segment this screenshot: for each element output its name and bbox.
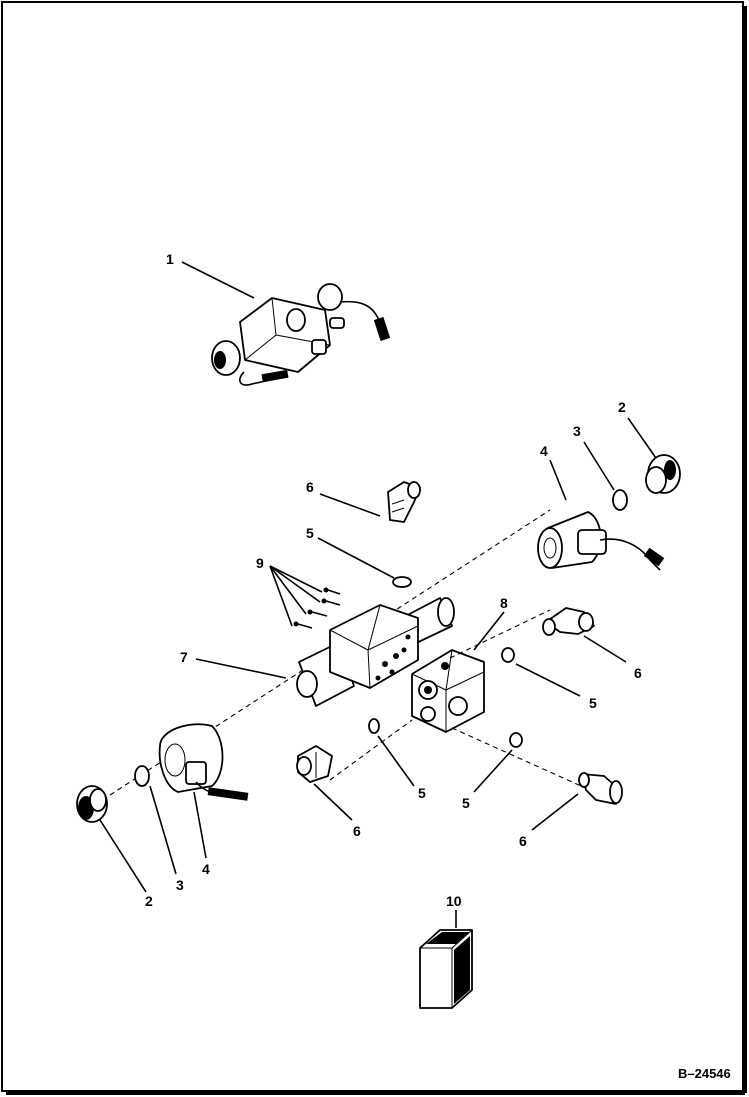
seal-ring-part-3 bbox=[368, 718, 380, 734]
solenoid-coil-right-part bbox=[537, 511, 665, 571]
callout-6: 6 bbox=[306, 479, 314, 495]
callout-9: 9 bbox=[256, 555, 264, 571]
callout-7: 7 bbox=[180, 649, 188, 665]
screw-parts bbox=[293, 587, 341, 629]
valve-assembly-part bbox=[211, 283, 391, 386]
callout-2: 2 bbox=[618, 399, 626, 415]
elbow-fitting-top-part bbox=[387, 481, 421, 523]
swivel-fitting-bottom-right-part bbox=[578, 772, 623, 805]
callout-5: 5 bbox=[462, 795, 470, 811]
callout-8: 8 bbox=[500, 595, 508, 611]
callout-labels: 1 2 3 4 6 5 9 8 7 6 5 5 5 6 6 4 3 2 10 bbox=[145, 251, 642, 909]
callout-5: 5 bbox=[306, 525, 314, 541]
knurled-nut-left-part bbox=[76, 785, 108, 823]
o-ring-right-part bbox=[612, 489, 628, 511]
seal-kit-box-part bbox=[419, 929, 473, 1009]
leader-lines bbox=[99, 261, 657, 928]
callout-4: 4 bbox=[540, 443, 548, 459]
callout-5: 5 bbox=[589, 695, 597, 711]
elbow-fitting-right-part bbox=[542, 607, 595, 636]
knurled-nut-right-part bbox=[645, 454, 681, 494]
callout-6: 6 bbox=[519, 833, 527, 849]
callout-6: 6 bbox=[634, 665, 642, 681]
elbow-fitting-bottom-left-part bbox=[296, 745, 333, 783]
valve-body-block-part bbox=[329, 604, 419, 689]
callout-4: 4 bbox=[202, 861, 210, 877]
callout-3: 3 bbox=[573, 423, 581, 439]
seal-ring-part-4 bbox=[509, 732, 523, 748]
callout-1: 1 bbox=[166, 251, 174, 267]
callout-2: 2 bbox=[145, 893, 153, 909]
callout-3: 3 bbox=[176, 877, 184, 893]
secondary-valve-block-part bbox=[329, 609, 591, 791]
seal-ring-part-1 bbox=[392, 576, 412, 588]
solenoid-coil-left-part bbox=[158, 723, 249, 801]
callout-5: 5 bbox=[418, 785, 426, 801]
callout-6: 6 bbox=[353, 823, 361, 839]
drawing-number: B–24546 bbox=[678, 1066, 731, 1081]
o-ring-left-part bbox=[134, 765, 150, 787]
seal-ring-part-2 bbox=[501, 647, 515, 663]
callout-10: 10 bbox=[446, 893, 462, 909]
